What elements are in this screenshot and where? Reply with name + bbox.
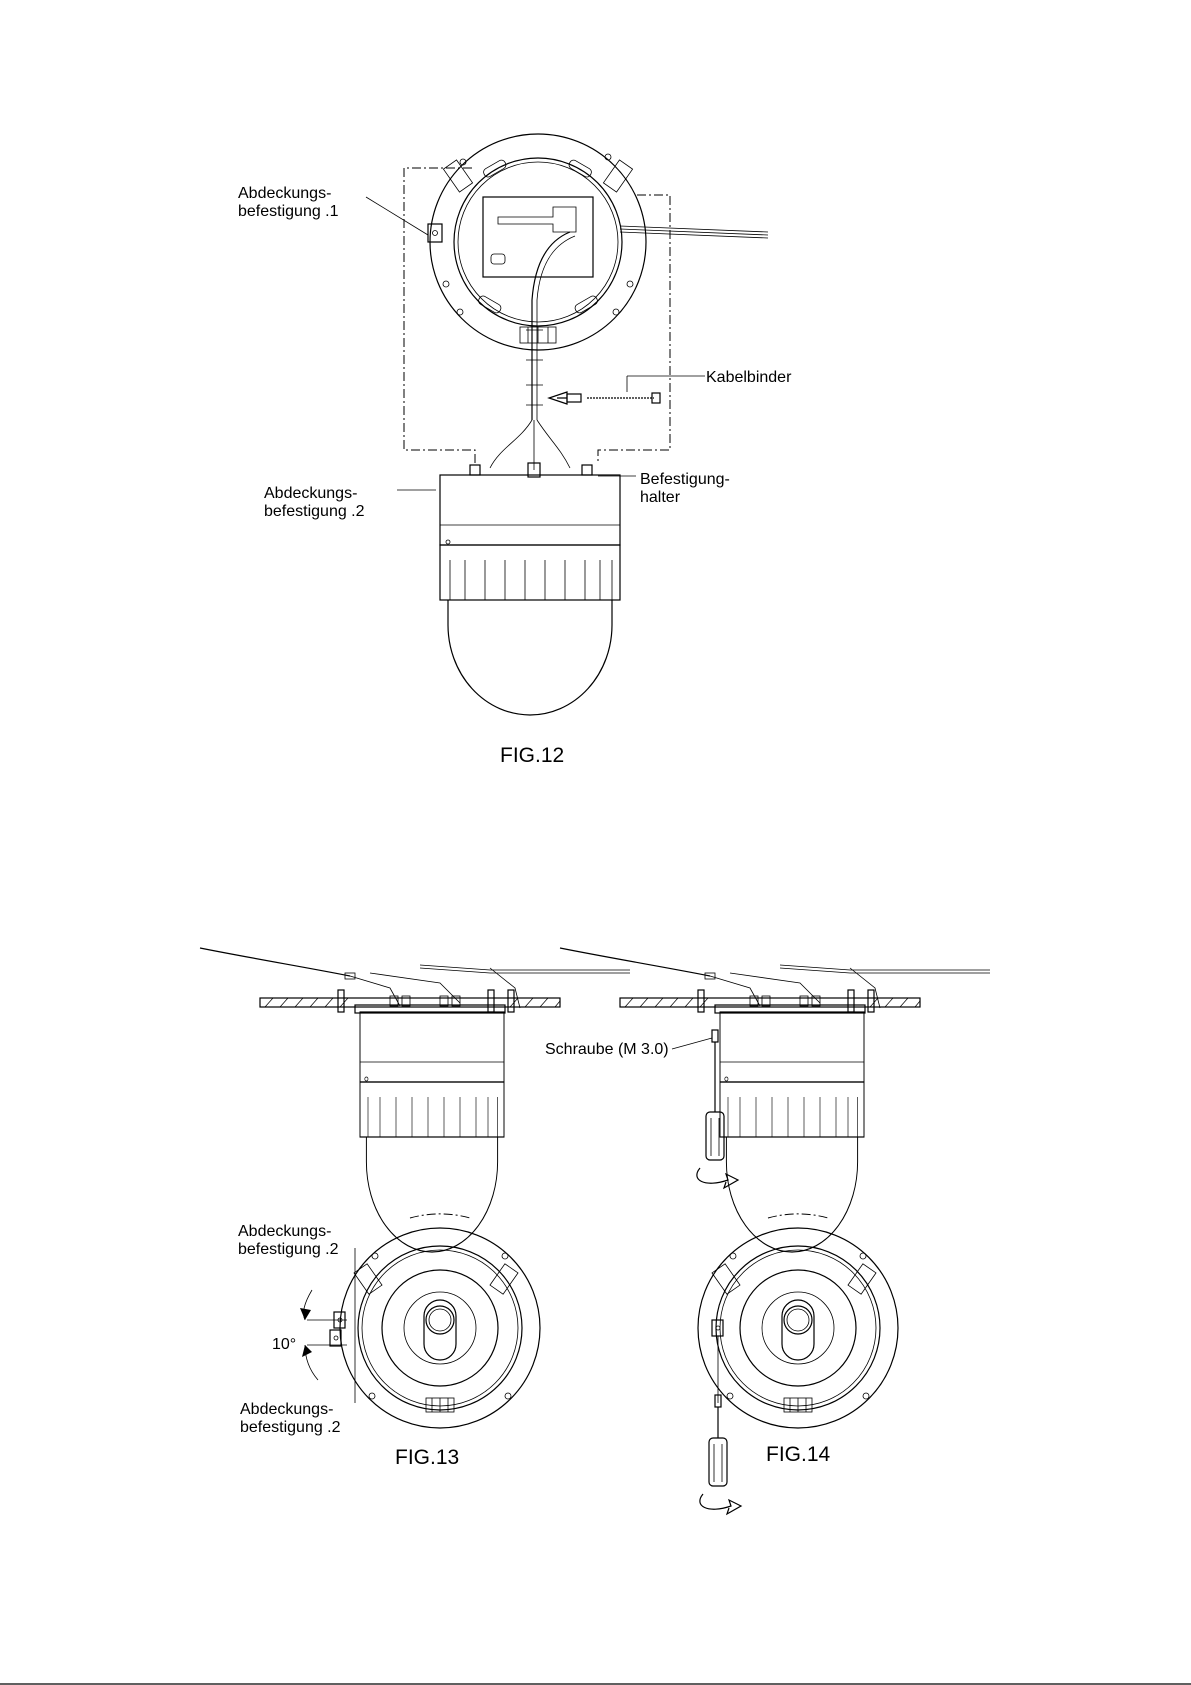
fig12-label-holder-l1: Befestigung- bbox=[640, 471, 730, 488]
fig13-label-cover-fix-bottom-l1: Abdeckungs- bbox=[240, 1401, 333, 1418]
fig12-dashed-outline-right bbox=[598, 195, 670, 463]
fig12-caption: FIG.12 bbox=[500, 744, 564, 767]
fig12-cables-right bbox=[620, 226, 768, 238]
fig12-diagram: Abdeckungs- befestigung .1 Kabelbinder A… bbox=[238, 134, 792, 767]
fig12-camera-dome bbox=[440, 475, 620, 715]
fig12-cable-bundle bbox=[490, 232, 575, 477]
fig14-screwdriver-side bbox=[697, 1030, 738, 1188]
fig14-diagram: Schraube (M 3.0) FIG.14 bbox=[545, 948, 990, 1514]
fig14-camera-dome bbox=[720, 1012, 864, 1252]
fig13-camera-dome bbox=[360, 1012, 504, 1252]
fig12-label-cover-fix-1-l1: Abdeckungs- bbox=[238, 185, 331, 202]
fig13-ceiling-mount bbox=[200, 948, 630, 1013]
fig14-label-screw: Schraube (M 3.0) bbox=[545, 1041, 669, 1058]
fig12-dashed-outline-left bbox=[404, 168, 475, 463]
fig14-caption: FIG.14 bbox=[766, 1443, 831, 1466]
fig12-label-cover-fix-1-l2: befestigung .1 bbox=[238, 203, 339, 220]
fig14-screwdriver-bottom bbox=[700, 1395, 741, 1514]
fig12-leader-cover-fix-1 bbox=[366, 197, 428, 235]
fig12-label-cable-tie: Kabelbinder bbox=[706, 369, 792, 386]
fig12-label-holder-l2: halter bbox=[640, 489, 681, 506]
fig12-cable-tie bbox=[549, 392, 660, 404]
fig13-label-angle: 10° bbox=[272, 1336, 296, 1353]
fig13-label-cover-fix-bottom-l2: befestigung .2 bbox=[240, 1419, 341, 1436]
fig13-label-cover-fix-top-l1: Abdeckungs- bbox=[238, 1223, 331, 1240]
fig14-leader-screw bbox=[672, 1038, 712, 1049]
fig13-diagram: Abdeckungs- befestigung .2 10° Abdeckung… bbox=[200, 948, 630, 1469]
fig14-ceiling-mount bbox=[560, 948, 990, 1013]
fig14-ring-top-view bbox=[698, 1214, 898, 1428]
fig13-caption: FIG.13 bbox=[395, 1446, 459, 1469]
fig13-ring-top-view bbox=[330, 1214, 540, 1428]
fig12-label-cover-fix-2-l1: Abdeckungs- bbox=[264, 485, 357, 502]
fig12-label-cover-fix-2-l2: befestigung .2 bbox=[264, 503, 365, 520]
fig13-label-cover-fix-top-l2: befestigung .2 bbox=[238, 1241, 339, 1258]
